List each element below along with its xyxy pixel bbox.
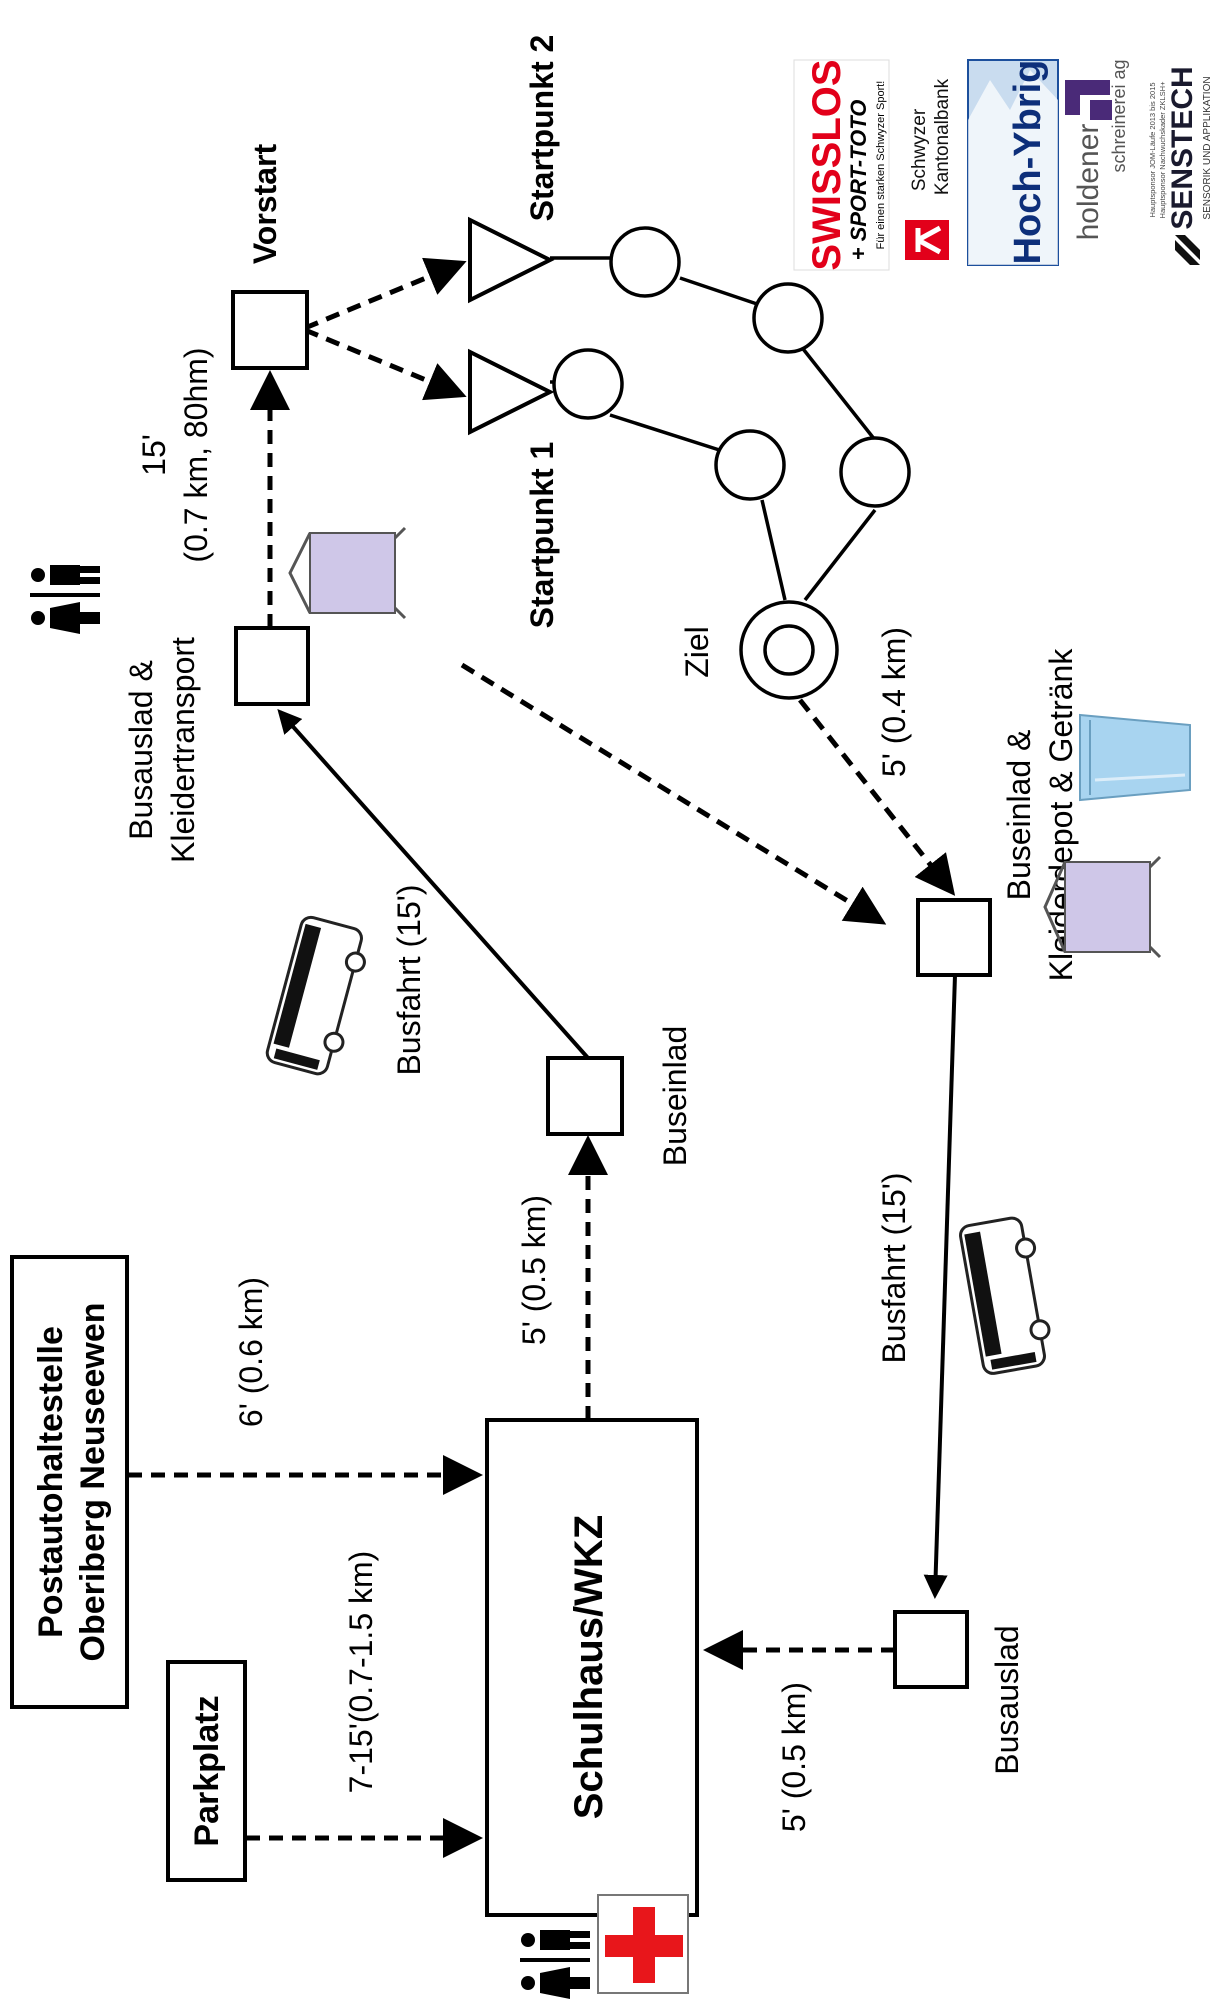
vorstart-box [231,290,309,370]
startpunkt2-label: Startpunkt 2 [524,35,560,222]
buseinlad-label: Buseinlad [657,1026,693,1167]
bag-icon [288,526,407,620]
svg-text:SWISSLOS: SWISSLOS [805,59,849,270]
postauto-box [10,1255,129,1709]
bag-icon [1043,855,1162,959]
course-lines [550,256,877,602]
svg-text:holdener: holdener [1072,124,1105,241]
buseinlad-box [546,1056,624,1136]
edge-label-busfahrt-up: Busfahrt (15') [391,884,427,1075]
vorstart-label: Vorstart [247,143,283,264]
edge-vorstart-start2 [304,257,467,331]
buseinlad-kleider-box [916,898,992,977]
ziel-label: Ziel [679,626,715,678]
sponsor-swisslos-logo: SWISSLOS + SPORT-TOTO Für einen starken … [793,59,890,271]
svg-text:Hauptsponsor JOM-Läufe 2013 bi: Hauptsponsor JOM-Läufe 2013 bis 2015 [1148,82,1157,217]
cup-icon [1079,713,1191,802]
busauslad-bottom-label: Busauslad [989,1625,1025,1774]
parkplatz-label: Parkplatz [188,1695,226,1846]
svg-text:Kantonalbank: Kantonalbank [932,78,953,195]
svg-text:SENSORIK UND APPLIKATION: SENSORIK UND APPLIKATION [1202,76,1213,219]
svg-text:SENSTECH: SENSTECH [1166,66,1199,229]
edge-label-busfahrt-down: Busfahrt (15') [876,1172,912,1363]
edge-vorstart-start1 [304,327,467,401]
ziel-circle [739,600,839,700]
parkplatz-box [166,1660,247,1882]
sponsor-holdener-logo: holdener schreinerei ag [1065,59,1129,240]
startpunkt1-label: Startpunkt 1 [524,442,560,629]
svg-text:Schwyzer: Schwyzer [909,108,930,191]
schulhaus-label: Schulhaus/WKZ [567,1515,611,1819]
sponsor-hochybrig-logo: Hoch-Ybrig [967,59,1059,266]
svg-text:schreinerei ag: schreinerei ag [1109,59,1129,172]
bus-icon [265,915,366,1076]
bus-icon [959,1216,1051,1375]
sponsor-skb-logo: Schwyzer Kantonalbank [905,78,953,260]
schulhaus-box [485,1418,699,1917]
buseinlad-kleider-label: Buseinlad &Kleiderdepot & Getränk [1001,648,1079,982]
toilet-icon [520,1930,590,1999]
edge-busfahrt-up [277,709,590,1060]
startpunkt2-triangle [468,216,555,304]
busauslad-top-box [234,626,310,706]
edge-bag-buseinlad [460,662,887,925]
toilet-icon [30,565,100,634]
edge-label-ziel-buseinlad: 5' (0.4 km) [876,627,912,777]
edge-label-postauto: 6' (0.6 km) [233,1277,269,1427]
first-aid-icon [597,1894,689,1994]
svg-text:+ SPORT-TOTO: + SPORT-TOTO [846,100,871,261]
edge-busfahrt-down [923,974,957,1599]
control-circles [552,226,911,508]
startpunkt1-triangle [468,348,555,436]
edge-label-busauslad-vorstart: 15'(0.7 km, 80hm) [136,347,214,562]
sponsor-senstech-logo: Hauptsponsor JOM-Läufe 2013 bis 2015 Hau… [1148,66,1213,265]
edge-ziel-buseinlad [798,698,956,896]
edge-label-busauslad-schulhaus: 5' (0.5 km) [776,1682,812,1832]
edge-label-schulhaus-buseinlad: 5' (0.5 km) [516,1195,552,1345]
svg-text:Hoch-Ybrig: Hoch-Ybrig [1007,60,1049,265]
svg-text:Für einen starken Schwyzer Spo: Für einen starken Schwyzer Sport! [875,81,887,250]
busauslad-top-label: Busauslad &Kleidertransport [123,637,201,863]
busauslad-bottom-box [893,1610,969,1689]
svg-text:Hauptsponsor Nachwuchskader ZK: Hauptsponsor Nachwuchskader ZKLSH+ [1158,81,1167,219]
edge-label-parkplatz: 7-15'(0.7-1.5 km) [343,1551,379,1794]
